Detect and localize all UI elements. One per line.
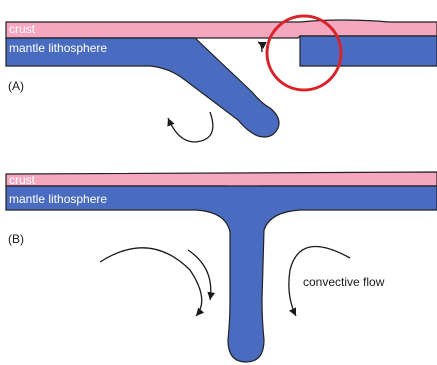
panel-a-label: (A): [8, 79, 24, 93]
panel-a-mantle-right: [300, 36, 437, 66]
panel-b-mantle-drip: [6, 186, 437, 362]
panel-b-flow-arrow-left-outer: [100, 248, 202, 316]
panel-a-mantle-label: mantle lithosphere: [9, 41, 107, 55]
panel-b-crust: [6, 172, 437, 187]
panel-b-crust-label: crust: [9, 173, 36, 187]
panel-b-mantle-label: mantle lithosphere: [9, 192, 107, 206]
panel-a-trench-arrow: [258, 42, 262, 52]
panel-a: crust mantle lithosphere (A): [6, 16, 437, 142]
panel-a-crust-label: crust: [9, 22, 36, 36]
panel-a-crust: [6, 20, 437, 38]
panel-b-flow-arrow-left-inner: [188, 250, 211, 300]
panel-b: crust mantle lithosphere (B) convective …: [6, 172, 437, 362]
panel-a-flow-arrow: [168, 112, 213, 142]
panel-b-label: (B): [8, 232, 24, 246]
convective-flow-label: convective flow: [303, 275, 385, 289]
